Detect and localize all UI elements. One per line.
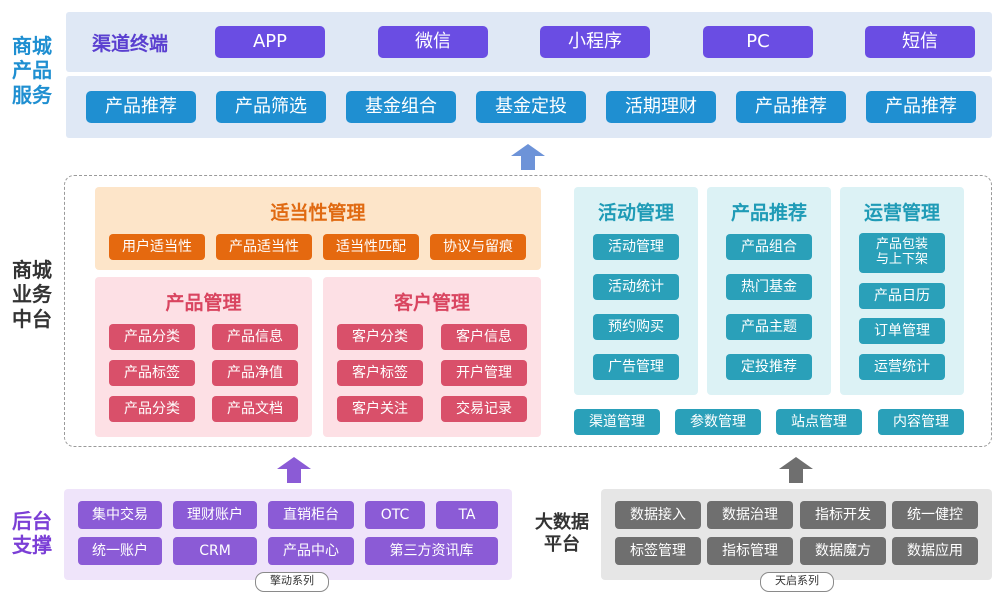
product-portfolio[interactable]: 产品组合 [726,234,812,260]
product-mgmt-title: 产品管理 [165,292,242,314]
bigdata-series-tag: 天启系列 [760,572,834,592]
product-center[interactable]: 产品中心 [268,537,354,565]
channel-miniprogram[interactable]: 小程序 [540,26,650,58]
product-category-1[interactable]: 产品分类 [109,324,195,350]
customer-mgmt-title: 客户管理 [393,292,470,314]
fund-portfolio[interactable]: 基金组合 [346,91,456,123]
middle-office-container [64,175,992,447]
operation-title: 运营管理 [863,202,940,224]
product-nav[interactable]: 产品净值 [212,360,298,386]
account-opening[interactable]: 开户管理 [441,360,527,386]
backend-series-tag: 擎动系列 [255,572,329,592]
param-manage[interactable]: 参数管理 [675,409,761,435]
fund-auto-invest[interactable]: 基金定投 [476,91,586,123]
metric-dev[interactable]: 指标开发 [800,501,886,529]
channel-panel [66,12,992,72]
channel-title: 渠道终端 [92,33,169,55]
product-filter[interactable]: 产品筛选 [216,91,326,123]
product-theme[interactable]: 产品主题 [726,314,812,340]
recommend-title: 产品推荐 [730,202,807,224]
reservation-purchase[interactable]: 预约购买 [593,314,679,340]
middle-office-label: 商城 业务 中台 [12,258,52,331]
tag-manage[interactable]: 标签管理 [615,537,701,565]
metric-manage[interactable]: 指标管理 [707,537,793,565]
otc[interactable]: OTC [365,501,425,529]
unified-risk-control[interactable]: 统一健控 [892,501,978,529]
order-manage[interactable]: 订单管理 [859,318,945,344]
activity-title: 活动管理 [597,202,674,224]
crm[interactable]: CRM [173,537,257,565]
channel-app[interactable]: APP [215,26,325,58]
customer-category[interactable]: 客户分类 [337,324,423,350]
activity-stats[interactable]: 活动统计 [593,274,679,300]
content-manage[interactable]: 内容管理 [878,409,964,435]
product-calendar[interactable]: 产品日历 [859,283,945,309]
product-category-2[interactable]: 产品分类 [109,396,195,422]
unified-account[interactable]: 统一账户 [78,537,162,565]
customer-follow[interactable]: 客户关注 [337,396,423,422]
direct-counter[interactable]: 直销柜台 [268,501,354,529]
hot-funds[interactable]: 热门基金 [726,274,812,300]
data-application[interactable]: 数据应用 [892,537,978,565]
ad-manage[interactable]: 广告管理 [593,354,679,380]
auto-invest-recommend[interactable]: 定投推荐 [726,354,812,380]
suitability-title: 适当性管理 [270,202,366,224]
product-recommend-3[interactable]: 产品推荐 [866,91,976,123]
central-trading[interactable]: 集中交易 [78,501,162,529]
product-recommend-1[interactable]: 产品推荐 [86,91,196,123]
agreement-trace[interactable]: 协议与留痕 [430,234,526,260]
product-doc[interactable]: 产品文档 [212,396,298,422]
channel-manage[interactable]: 渠道管理 [574,409,660,435]
product-packaging[interactable]: 产品包装 与上下架 [859,233,945,273]
product-info[interactable]: 产品信息 [212,324,298,350]
demand-wealth[interactable]: 活期理财 [606,91,716,123]
customer-info[interactable]: 客户信息 [441,324,527,350]
data-governance[interactable]: 数据治理 [707,501,793,529]
product-suitability[interactable]: 产品适当性 [216,234,312,260]
trade-records[interactable]: 交易记录 [441,396,527,422]
backend-label: 后台 支撑 [12,509,52,558]
bigdata-label: 大数据 平台 [535,512,589,555]
channel-wechat[interactable]: 微信 [378,26,488,58]
site-manage[interactable]: 站点管理 [776,409,862,435]
product-recommend-2[interactable]: 产品推荐 [736,91,846,123]
channel-sms[interactable]: 短信 [865,26,975,58]
wealth-account[interactable]: 理财账户 [173,501,257,529]
arrow-up-icon [511,144,545,170]
product-tag[interactable]: 产品标签 [109,360,195,386]
ta[interactable]: TA [436,501,498,529]
activity-manage[interactable]: 活动管理 [593,234,679,260]
third-party-info[interactable]: 第三方资讯库 [365,537,498,565]
user-suitability[interactable]: 用户适当性 [109,234,205,260]
customer-tag[interactable]: 客户标签 [337,360,423,386]
suitability-match[interactable]: 适当性匹配 [323,234,419,260]
channel-pc[interactable]: PC [703,26,813,58]
data-ingest[interactable]: 数据接入 [615,501,701,529]
arrow-up-icon [779,457,813,483]
mall-service-label: 商城 产品 服务 [12,34,52,107]
operation-stats[interactable]: 运营统计 [859,354,945,380]
arrow-up-icon [277,457,311,483]
data-cube[interactable]: 数据魔方 [800,537,886,565]
